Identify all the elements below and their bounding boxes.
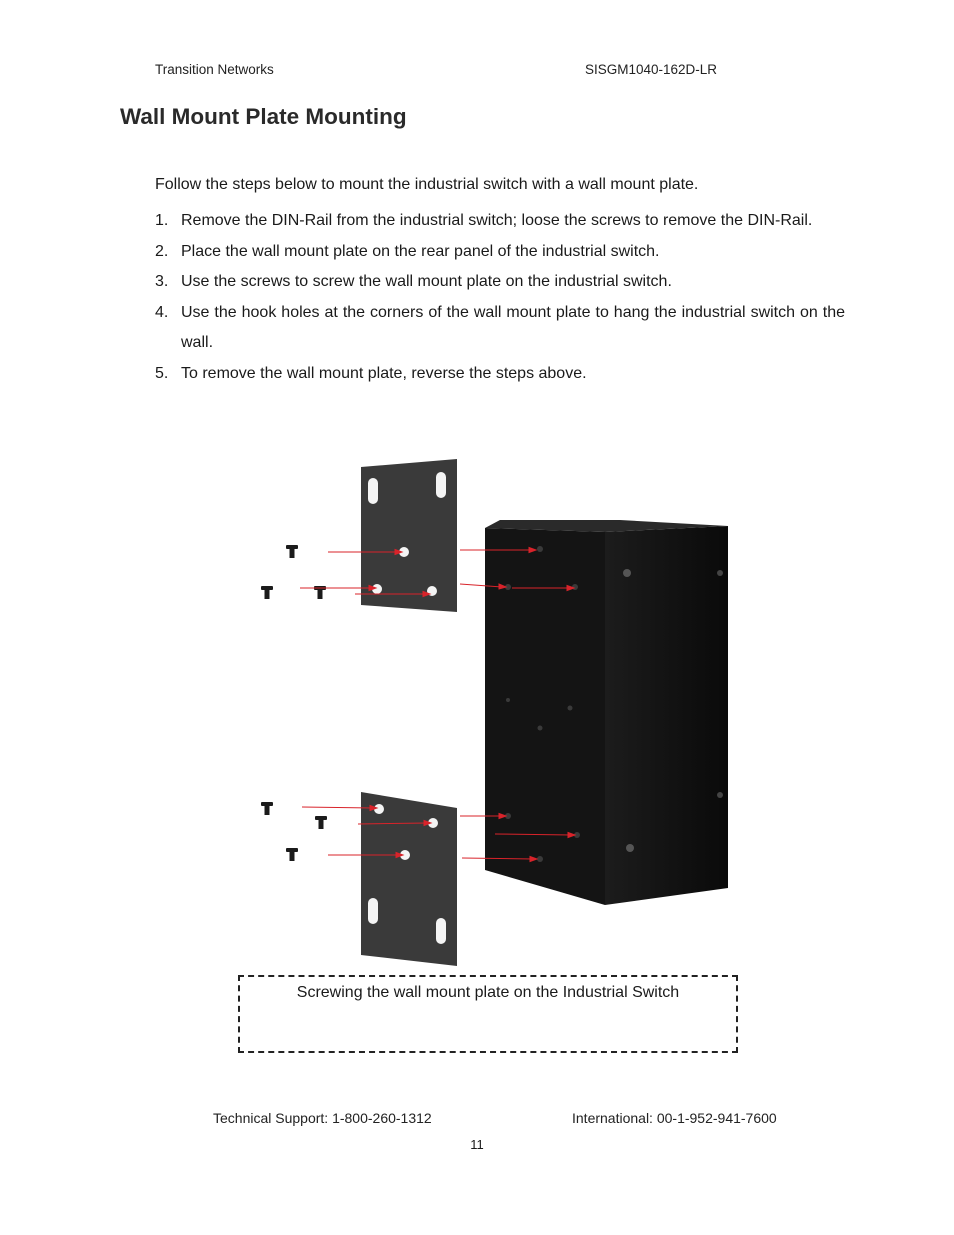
intro-paragraph: Follow the steps below to mount the indu… bbox=[155, 176, 699, 193]
step-item: 2.Place the wall mount plate on the rear… bbox=[155, 242, 660, 260]
figure-caption-box: Screwing the wall mount plate on the Ind… bbox=[238, 975, 738, 1053]
step-item: 1.Remove the DIN-Rail from the industria… bbox=[155, 212, 813, 229]
direction-arrows bbox=[300, 546, 577, 863]
footer-international: International: 00-1-952-941-7600 bbox=[572, 1110, 777, 1126]
header-model: SISGM1040-162D-LR bbox=[585, 62, 718, 77]
bottom-wall-plate bbox=[361, 792, 457, 966]
figure-caption: Screwing the wall mount plate on the Ind… bbox=[296, 984, 680, 1001]
footer-support: Technical Support: 1-800-260-1312 bbox=[213, 1110, 432, 1126]
page-number: 11 bbox=[470, 1137, 484, 1152]
header-company: Transition Networks bbox=[155, 62, 274, 77]
step-item: 4.Use the hook holes at the corners of t… bbox=[155, 303, 845, 352]
steps-list: 1.Remove the DIN-Rail from the industria… bbox=[155, 206, 845, 389]
top-wall-plate bbox=[361, 459, 457, 612]
step-item: 5.To remove the wall mount plate, revers… bbox=[155, 364, 587, 382]
screws bbox=[261, 545, 327, 861]
section-title: Wall Mount Plate Mounting bbox=[120, 104, 407, 129]
wall-mount-figure bbox=[240, 450, 760, 970]
wall-mount-illustration bbox=[261, 459, 728, 966]
switch-device bbox=[485, 520, 728, 905]
step-item: 3.Use the screws to screw the wall mount… bbox=[155, 273, 672, 290]
